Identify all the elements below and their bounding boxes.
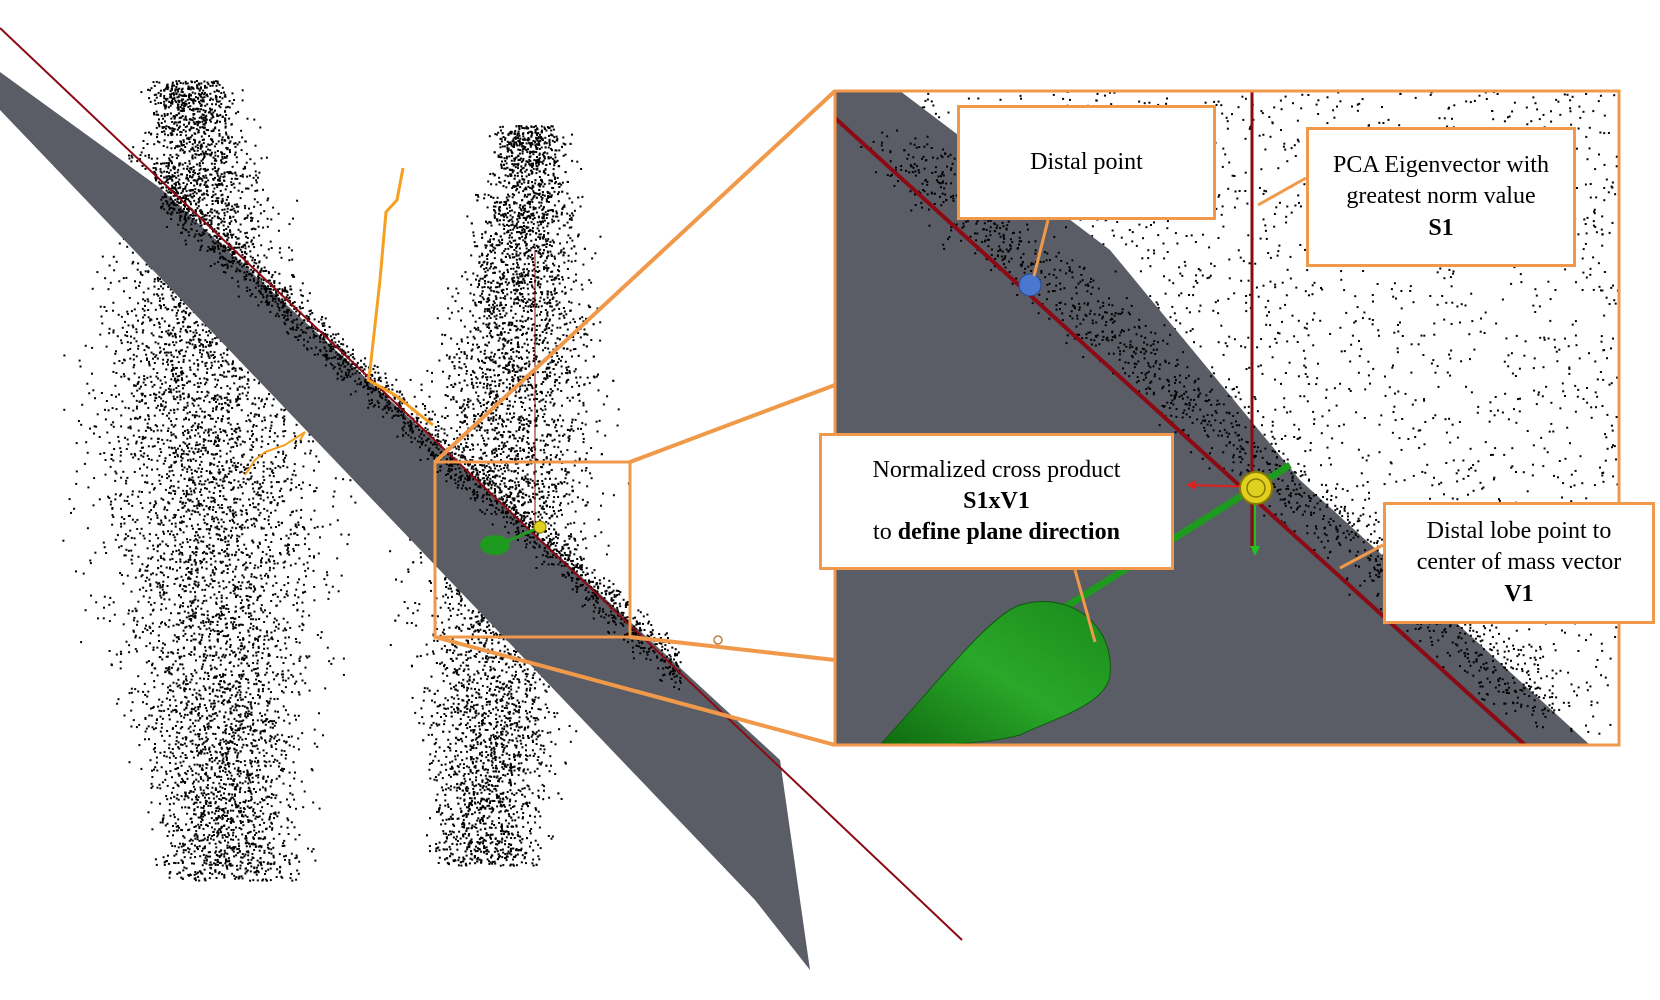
center-marker-small-icon [533, 520, 547, 534]
pca-axis-line [0, 27, 963, 941]
pca-line2: greatest norm value [1346, 183, 1536, 210]
pca-symbol: S1 [1428, 214, 1454, 241]
zoom-panel-frame [833, 89, 1621, 747]
airway-path-icon [366, 167, 434, 427]
zoom-connectors [433, 89, 837, 747]
distal-point-label: Distal point [957, 105, 1216, 220]
red-axis-arrowhead-icon [1186, 480, 1196, 490]
cross-line3: to define plane direction [873, 517, 1120, 548]
green-axis-arrowhead-icon [1250, 546, 1260, 556]
zoom-pca-axis-line [835, 116, 1527, 745]
pca-line1: PCA Eigenvector with [1333, 152, 1549, 179]
cross-prefix: to [873, 519, 898, 546]
cross-emphasis: define plane direction [897, 519, 1120, 546]
distal-point-marker-icon [1018, 273, 1042, 297]
callout-leaders [1032, 176, 1384, 643]
cross-line1: Normalized cross product [872, 456, 1121, 483]
green-arrow-small-icon [480, 535, 510, 555]
plane-overlay-points [160, 167, 682, 691]
zoom-green-arrow-head-icon [879, 601, 1111, 745]
center-of-mass-marker-icon [1239, 471, 1273, 505]
lobe-vector-label: Distal lobe point to center of mass vect… [1383, 502, 1655, 624]
distal-point-text: Distal point [1030, 148, 1143, 175]
zoom-source-rect [433, 460, 632, 639]
pca-eigenvector-label: PCA Eigenvector with greatest norm value… [1306, 127, 1576, 267]
lobe-line2: center of mass vector [1416, 549, 1622, 576]
cross-formula: S1xV1 [963, 487, 1030, 514]
airway-branch-icon [244, 431, 306, 476]
center-of-mass-ring [1246, 478, 1266, 498]
cross-product-label: Normalized cross product S1xV1 to define… [819, 433, 1174, 570]
lobe-line1: Distal lobe point to [1426, 518, 1612, 545]
lobe-symbol: V1 [1504, 580, 1534, 607]
crosshair-icon [713, 635, 723, 645]
cutting-plane [0, 72, 810, 970]
